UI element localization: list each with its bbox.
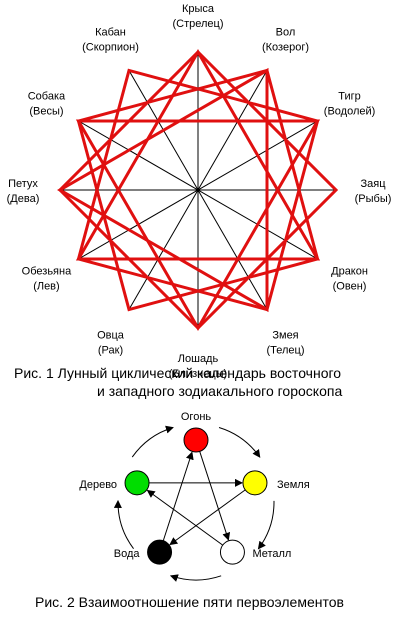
sign-label: Заяц (Рыбы) [355, 178, 392, 205]
zodiac-name: (Водолей) [324, 106, 376, 118]
zodiac-name: (Лев) [33, 281, 60, 293]
spoke-line [128, 70, 268, 310]
zodiac-name: (Козерог) [262, 41, 309, 53]
element-node [147, 539, 173, 565]
animal-name: Овца [97, 330, 125, 342]
cycle-arrow [169, 574, 222, 582]
sign-label: Змея (Телец) [266, 330, 304, 357]
sign-label: Петух (Дева) [7, 178, 40, 205]
zodiac-name: (Рыбы) [355, 193, 392, 205]
element-nodes [124, 427, 268, 565]
sign-labels: Крыса (Стрелец) Вол (Козерог) Тигр (Водолей) З… [7, 3, 392, 380]
star-arrow [162, 451, 194, 541]
cycle-arrow [113, 499, 134, 550]
animal-name: Обезьяна [22, 266, 72, 278]
zodiac-name: (Стрелец) [172, 18, 223, 30]
element-label: Огонь [181, 411, 212, 423]
element-label: Дерево [79, 479, 117, 491]
star-square [57, 49, 339, 331]
calendar-spokes [60, 52, 336, 328]
twelve-point-star [56, 48, 339, 332]
element-node [242, 470, 268, 496]
sign-label: Овца (Рак) [97, 330, 125, 357]
element-node [219, 539, 245, 565]
animal-name: Петух [8, 178, 38, 190]
star-arrow [199, 451, 231, 541]
animal-name: Дракон [331, 266, 368, 278]
animal-name: Тигр [338, 91, 361, 103]
sign-label: Обезьяна (Лев) [22, 266, 72, 293]
animal-name: Лошадь [178, 353, 219, 365]
star-triangle [75, 48, 321, 261]
sign-label: Тигр (Водолей) [324, 91, 376, 118]
element-cycle-arrows [113, 425, 275, 582]
star-triangle [75, 119, 321, 332]
sign-label: Крыса (Стрелец) [172, 3, 223, 30]
cycle-arrow [257, 500, 275, 550]
star-arrow [146, 489, 224, 546]
element-label: Вода [114, 548, 141, 560]
zodiac-name: (Дева) [7, 193, 40, 205]
element-node [124, 470, 150, 496]
cycle-arrow [218, 427, 261, 458]
zodiac-name: (Овен) [333, 281, 367, 293]
sign-label: Дракон (Овен) [331, 266, 368, 293]
sign-label: Вол (Козерог) [262, 26, 309, 53]
animal-name: Крыса [182, 3, 215, 15]
animal-name: Змея [272, 330, 298, 342]
element-label: Земля [277, 479, 310, 491]
sign-label: Лошадь (Близнецы) [169, 353, 227, 380]
star-square [76, 68, 320, 312]
figure1-caption-line1: Рис. 1 Лунный циклический календарь вост… [14, 365, 342, 381]
sign-label: Кабан (Скорпион) [82, 26, 139, 53]
zodiac-name: (Телец) [266, 345, 304, 357]
zodiac-name: (Близнецы) [169, 368, 227, 380]
lunar-calendar-figure: Крыса (Стрелец) Вол (Козерог) Тигр (Водолей) З… [7, 3, 392, 380]
star-square [76, 68, 320, 312]
figure1-caption-line2: и западного зодиакального гороскопа [97, 383, 343, 399]
animal-name: Заяц [360, 178, 386, 190]
figure2-caption: Рис. 2 Взаимоотношение пяти первоэлемент… [35, 594, 344, 610]
zodiac-name: (Весы) [29, 106, 63, 118]
animal-name: Вол [276, 26, 296, 38]
animal-name: Кабан [95, 26, 126, 38]
element-node [183, 427, 209, 453]
cycle-arrow [131, 425, 174, 458]
element-label: Металл [252, 548, 291, 560]
sign-label: Собака (Весы) [28, 91, 66, 118]
star-triangle [56, 67, 269, 313]
animal-name: Собака [28, 91, 66, 103]
element-star-arrows [146, 451, 246, 546]
zodiac-name: (Рак) [98, 345, 123, 357]
zodiac-name: (Скорпион) [82, 41, 139, 53]
star-arrow [169, 489, 246, 546]
